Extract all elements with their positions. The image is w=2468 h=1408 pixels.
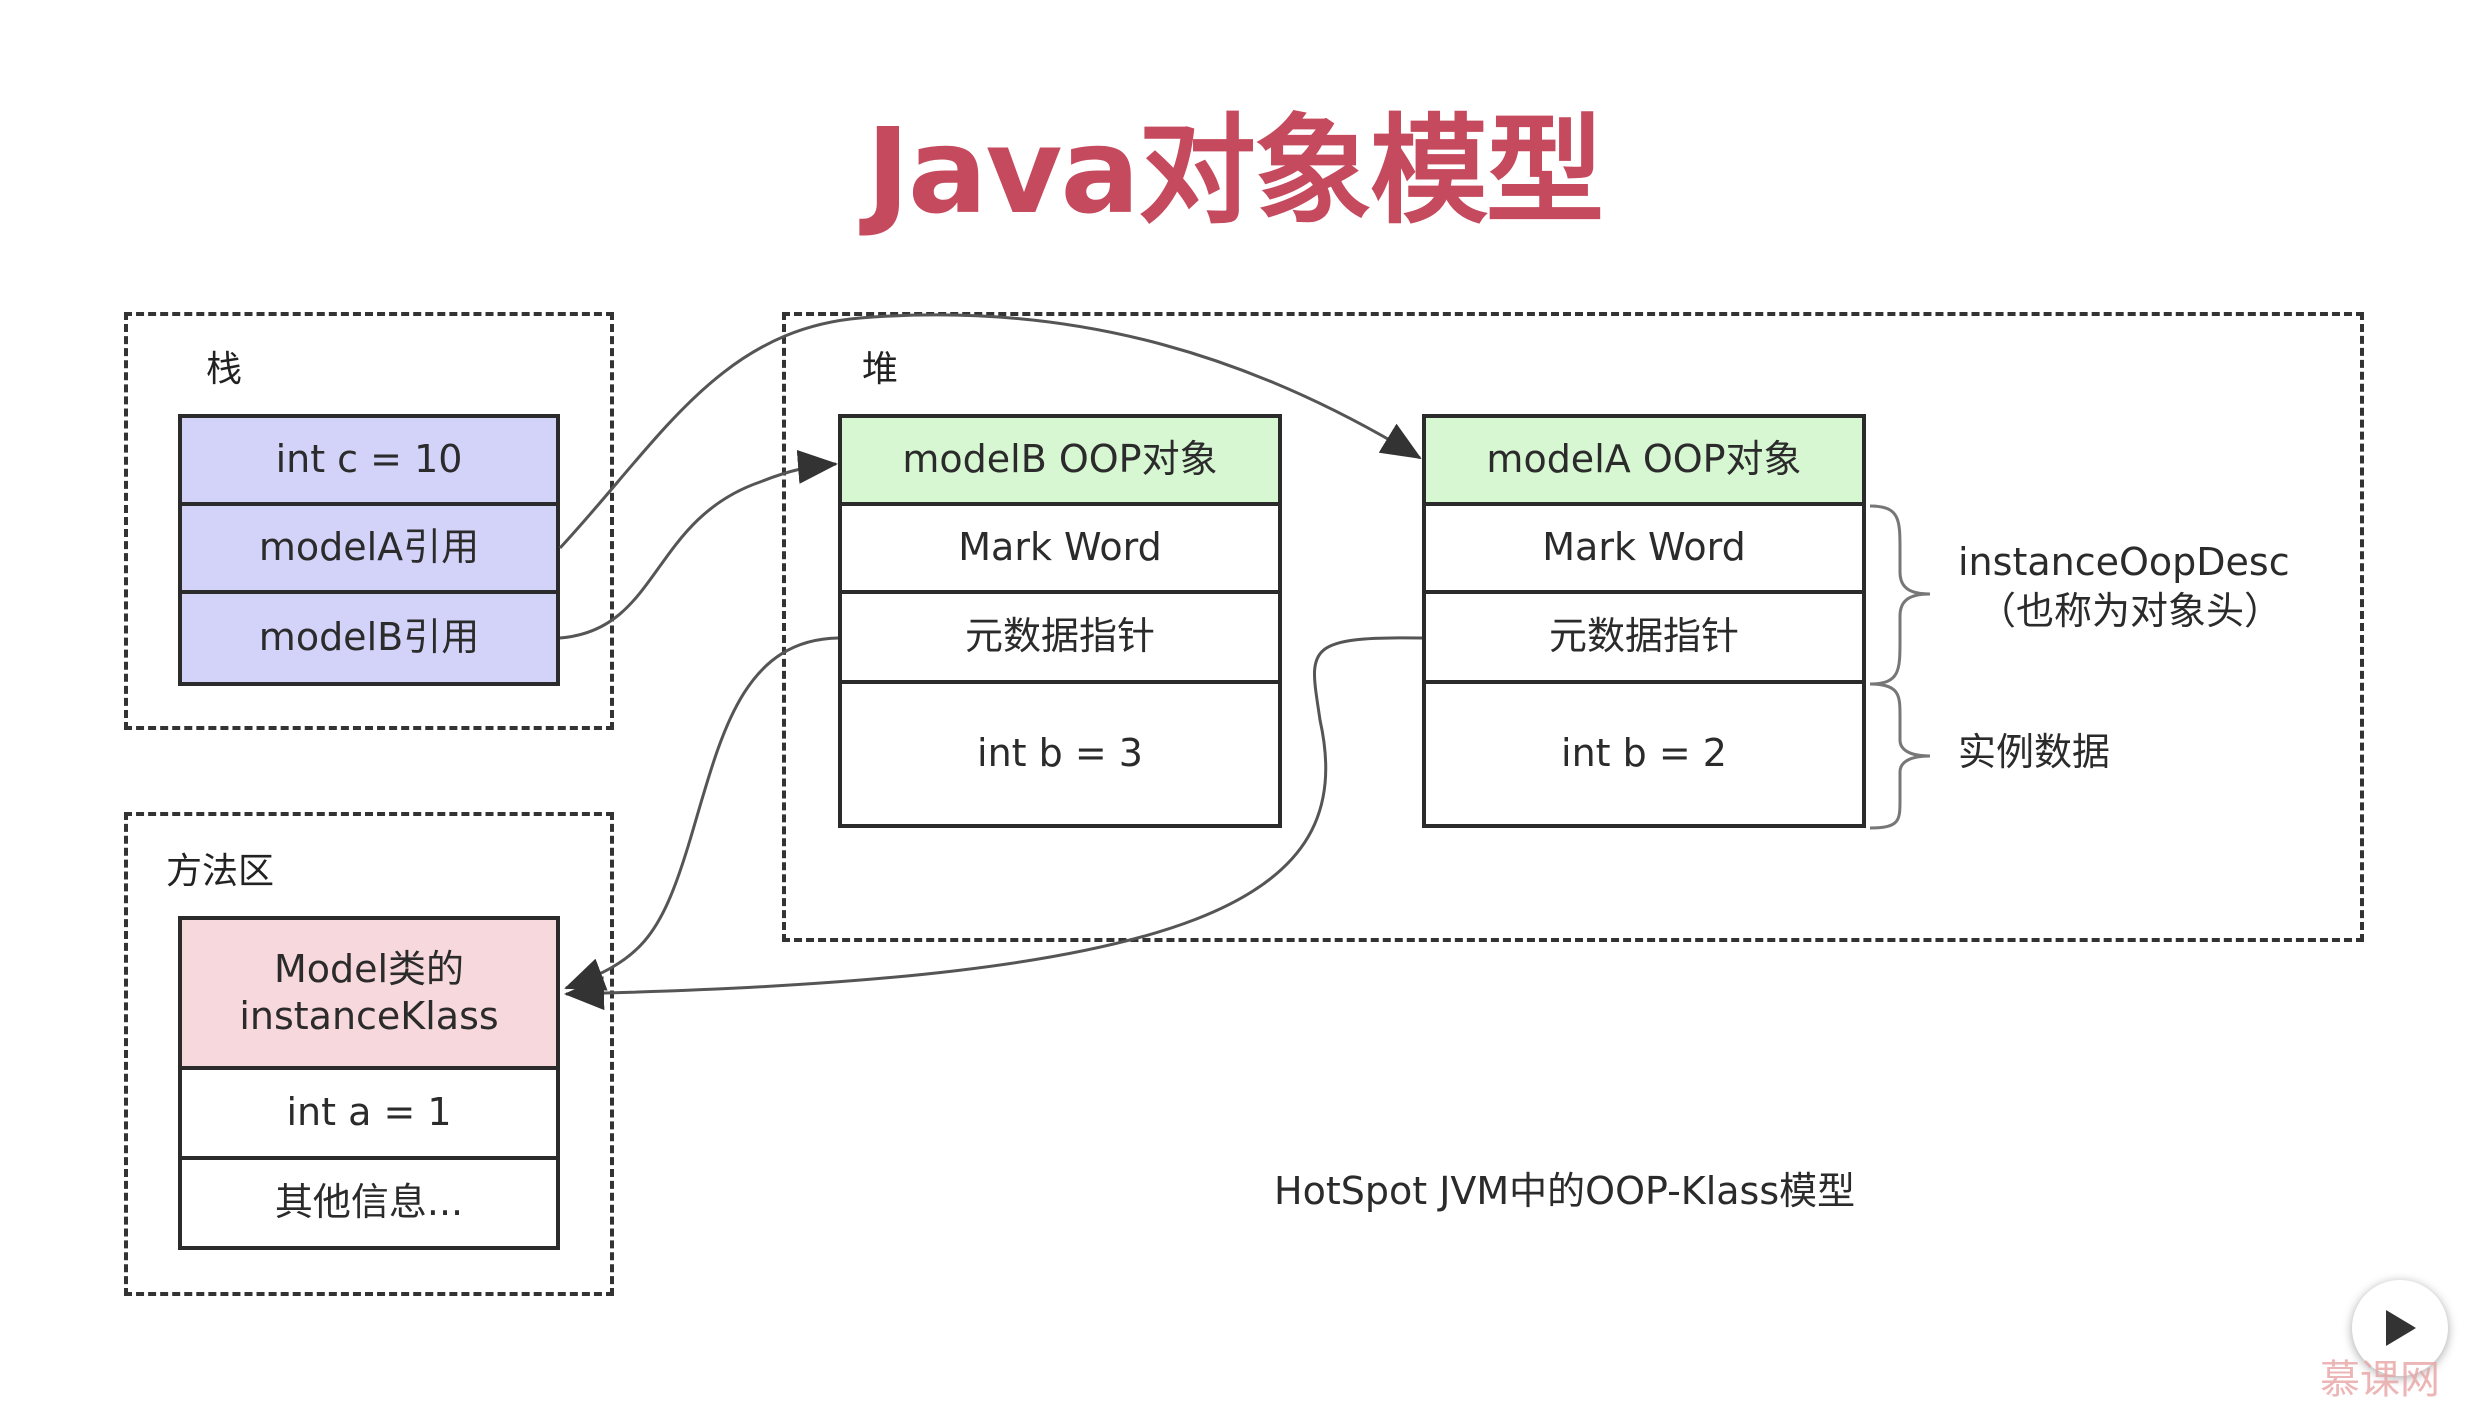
object-header-label-line-1: instanceOopDesc <box>1958 540 2290 584</box>
heap-region <box>782 312 2364 942</box>
method-area-region <box>124 812 614 1296</box>
play-icon <box>2386 1310 2416 1346</box>
klass-other-info: 其他信息... <box>178 1156 560 1250</box>
arrow-modelA-meta-to-klass <box>564 636 1423 1011</box>
arrow-modelB-ref-to-modelB-oop <box>559 449 838 640</box>
object-header-label: instanceOopDesc （也称为对象头） <box>1958 538 2290 637</box>
instance-klass-cell: Model类的 instanceKlass <box>178 916 560 1070</box>
stack-label: 栈 <box>206 349 243 390</box>
stack-cell-modelA-ref: modelA引用 <box>178 502 560 594</box>
modelB-mark-word: Mark Word <box>838 502 1282 594</box>
heap-label: 堆 <box>862 349 899 390</box>
play-button[interactable] <box>2352 1280 2448 1376</box>
arrow-modelA-ref-to-modelA-oop <box>558 313 1422 550</box>
modelB-metadata-pointer: 元数据指针 <box>838 590 1282 684</box>
instance-data-label: 实例数据 <box>1958 730 2111 774</box>
stack-cell-modelB-ref: modelB引用 <box>178 590 560 686</box>
slide-title: Java对象模型 <box>865 102 1604 240</box>
instance-klass-line-2: instanceKlass <box>239 994 499 1038</box>
brace-instance-data <box>1869 682 1931 830</box>
arrow-modelB-meta-to-klass <box>564 636 839 991</box>
method-area-label: 方法区 <box>166 851 275 892</box>
stack-region <box>124 312 614 730</box>
modelA-instance-data: int b = 2 <box>1422 680 1866 828</box>
watermark-logo: 慕课网 <box>2320 1357 2440 1403</box>
instance-klass-line-1: Model类的 <box>273 946 465 991</box>
object-header-label-line-2: （也称为对象头） <box>1978 589 2283 634</box>
brace-object-header <box>1869 504 1931 686</box>
modelB-instance-data: int b = 3 <box>838 680 1282 828</box>
modelA-mark-word: Mark Word <box>1422 502 1866 594</box>
klass-field-int-a: int a = 1 <box>178 1066 560 1160</box>
diagram-caption: HotSpot JVM中的OOP-Klass模型 <box>1274 1169 1856 1213</box>
modelB-oop-header: modelB OOP对象 <box>838 414 1282 506</box>
